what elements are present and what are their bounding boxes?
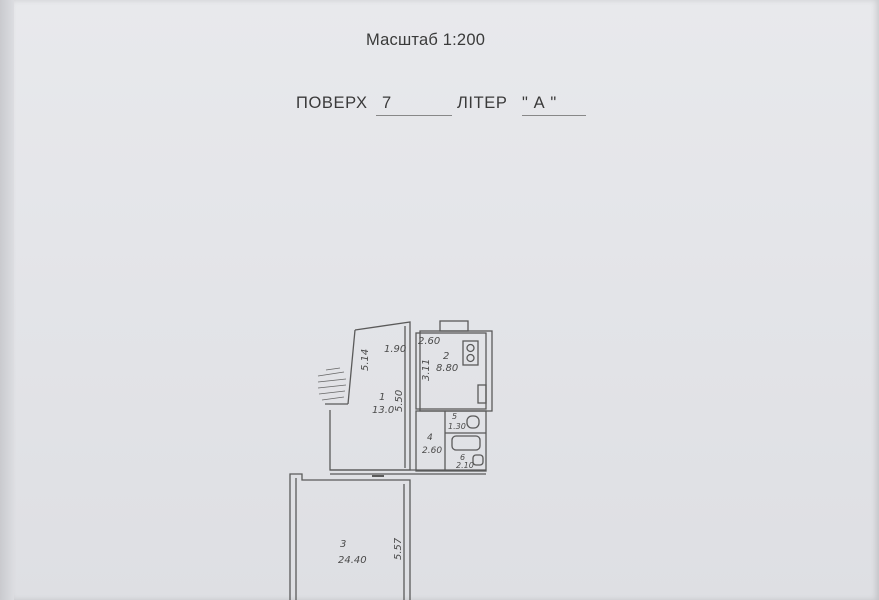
washbasin: [472, 454, 484, 466]
room-6-area: 2.10: [456, 461, 474, 470]
letter-underline: [522, 115, 586, 116]
room-2-walls: [415, 332, 487, 410]
hatch-mark: [317, 367, 347, 401]
stove-burner: [466, 353, 475, 363]
document-sheet: [14, 0, 879, 600]
room-5-area: 1.30: [448, 422, 466, 431]
room-6-number: 6: [460, 453, 465, 462]
room-4-area: 2.60: [422, 446, 442, 456]
room-3-area: 24.40: [338, 555, 367, 566]
floor-number: 7: [382, 94, 392, 112]
room-3-number: 3: [340, 539, 346, 550]
window-2: [439, 320, 469, 332]
dim-2: 5.14: [360, 349, 371, 371]
scale-label: Масштаб 1:200: [366, 31, 486, 49]
dim-4: 2.60: [418, 336, 440, 347]
dim-1: 1.90: [384, 344, 406, 355]
room-1-number: 1: [379, 392, 385, 403]
room-2-number: 2: [443, 351, 449, 362]
room-5-number: 5: [452, 412, 457, 421]
toilet: [466, 415, 480, 429]
sink: [477, 384, 487, 404]
room-1-area: 13.0: [372, 405, 394, 416]
rooms-4-5-6-walls: [415, 410, 487, 472]
stove-burner: [466, 343, 475, 353]
floor-number-underline: [376, 115, 452, 116]
bathtub: [451, 435, 481, 451]
room-1-wall-diag: [347, 329, 356, 405]
page-left-edge: [0, 0, 14, 600]
letter-value: " А ": [522, 94, 557, 112]
room-4-number: 4: [427, 433, 433, 443]
dim-5: 3.11: [421, 359, 432, 381]
room-3-walls: [289, 473, 411, 600]
letter-word: ЛІТЕР: [457, 94, 508, 112]
floor-word: ПОВЕРХ: [296, 94, 368, 112]
dim-6: 5.57: [393, 537, 404, 560]
room-2-area: 8.80: [436, 363, 458, 374]
dim-3: 5.50: [394, 390, 405, 412]
stove: [462, 340, 479, 366]
